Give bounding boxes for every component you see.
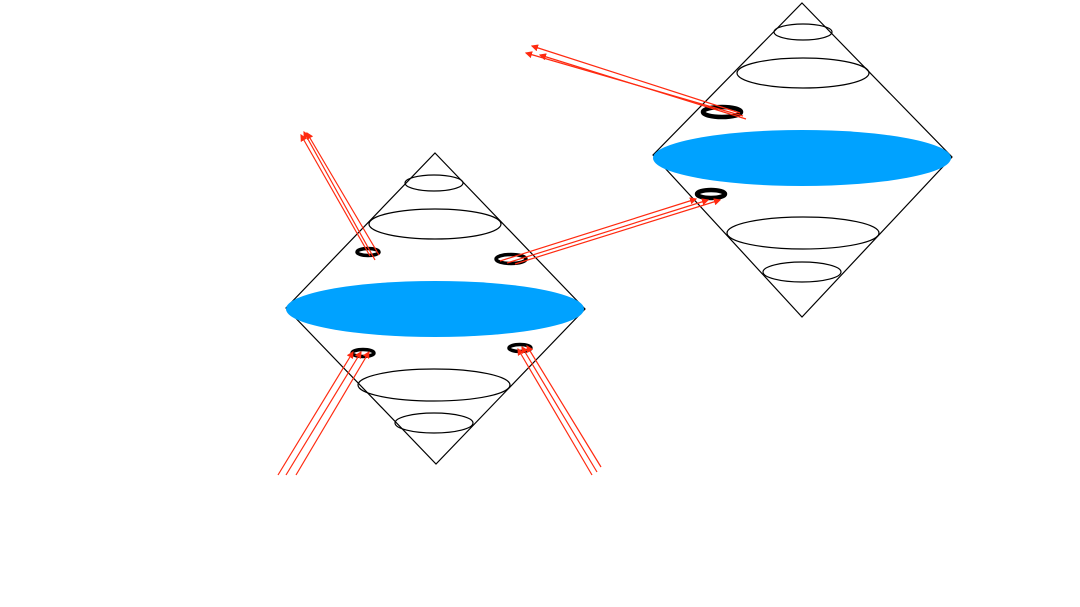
left-ring-lower-left <box>350 347 376 359</box>
ray-bundle-upper-right <box>524 44 747 120</box>
left-lower-small-ring <box>394 412 474 434</box>
left-lower-large-ring <box>357 368 511 402</box>
right-upper-large-ring <box>736 57 870 89</box>
right-ring-lower <box>694 187 728 201</box>
left-upper-large-ring <box>368 208 502 240</box>
ray-bundle-lower-left <box>277 350 370 476</box>
right-upper-small-ring <box>773 23 833 41</box>
right-lower-large-ring <box>726 216 880 250</box>
left-blue-disk <box>286 281 584 337</box>
right-double-cone <box>652 2 953 318</box>
ray-bundle-upper-left <box>300 130 380 261</box>
left-cone-outline <box>285 152 586 465</box>
right-blue-disk <box>653 130 951 186</box>
rays <box>277 44 747 476</box>
ray-bundle-between-cones <box>499 197 722 265</box>
left-ring-upper-right <box>494 252 528 266</box>
right-lower-small-ring <box>762 261 842 283</box>
ray-bundle-lower-right <box>517 344 602 476</box>
left-upper-small-ring <box>404 174 464 192</box>
